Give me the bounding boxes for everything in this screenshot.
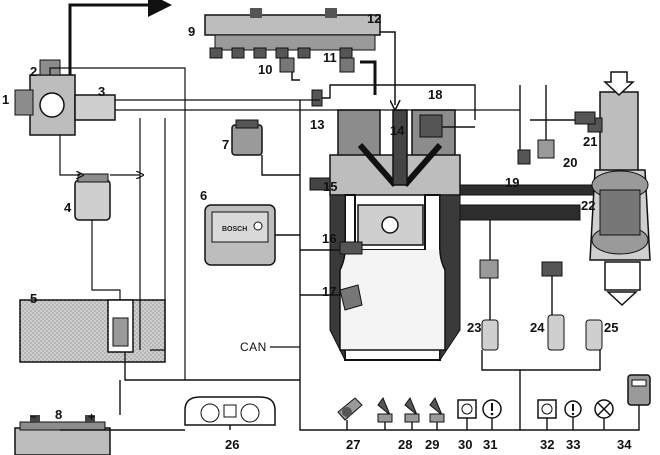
component-24 — [547, 314, 565, 351]
air-mass-sensor — [574, 111, 596, 125]
label-27: 27 — [346, 437, 360, 452]
instrument-cluster — [184, 396, 276, 426]
label-31: 31 — [483, 437, 497, 452]
label-26: 26 — [225, 437, 239, 452]
fuel-lines — [49, 0, 520, 380]
label-8: 8 — [55, 407, 62, 422]
label-9: 9 — [188, 24, 195, 39]
turbocharger — [589, 169, 651, 307]
warning-lamp-31-icon — [482, 399, 502, 419]
warning-lamp-33-icon — [564, 400, 582, 418]
fuel-tank — [19, 299, 166, 363]
label-1: 1 — [2, 92, 9, 107]
exhaust-outflow-arrow-icon — [606, 291, 638, 307]
indicator-30-icon — [457, 399, 477, 419]
boost-control-valve — [537, 139, 555, 159]
label-10: 10 — [258, 62, 272, 77]
egr-actuator — [479, 259, 499, 279]
boost-pressure-sensor — [517, 149, 531, 165]
air-mass-meter-housing — [587, 71, 639, 173]
label-18: 18 — [428, 87, 442, 102]
switch-29 — [404, 396, 420, 423]
sensors — [311, 89, 603, 351]
label-19: 19 — [505, 175, 519, 190]
gauge-32-icon — [537, 399, 557, 419]
label-28: 28 — [398, 437, 412, 452]
label-16: 16 — [322, 231, 336, 246]
coolant-temp-sensor — [339, 241, 363, 255]
battery-plus-sign: + — [88, 410, 95, 424]
wiring — [60, 84, 640, 431]
label-13: 13 — [310, 117, 324, 132]
component-23 — [481, 319, 499, 351]
pressure-control-valve — [339, 57, 355, 73]
label-32: 32 — [540, 437, 554, 452]
accelerator-pedal-sensor — [337, 397, 363, 421]
label-29: 29 — [425, 437, 439, 452]
lamp-34-icon — [594, 399, 614, 419]
label-17: 17 — [322, 284, 336, 299]
engine-control-unit: BOSCH — [204, 204, 276, 266]
label-5: 5 — [30, 291, 37, 306]
component-number-labels: 1 2 3 4 5 6 7 8 9 10 11 12 13 14 15 16 1… — [2, 11, 632, 452]
camshaft-sensor — [311, 89, 323, 107]
label-24: 24 — [530, 320, 545, 335]
label-21: 21 — [583, 134, 597, 149]
label-3: 3 — [98, 84, 105, 99]
label-4: 4 — [64, 200, 72, 215]
switch-28 — [377, 396, 393, 423]
label-20: 20 — [563, 155, 577, 170]
boost-actuator — [541, 261, 563, 277]
label-12: 12 — [367, 11, 381, 26]
high-pressure-pump — [14, 59, 116, 136]
label-14: 14 — [390, 123, 405, 138]
pedals-and-switches — [337, 374, 651, 423]
label-15: 15 — [323, 179, 337, 194]
battery: – + — [14, 409, 111, 455]
label-25: 25 — [604, 320, 618, 335]
glow-plug-relay — [231, 119, 263, 156]
switch-29b — [429, 396, 445, 423]
label-7: 7 — [222, 137, 229, 152]
air-inflow-arrow-icon — [603, 71, 635, 97]
can-bus-label: CAN — [240, 340, 267, 354]
battery-minus-sign: – — [30, 409, 37, 423]
component-25 — [585, 319, 603, 351]
crankshaft-sensor — [339, 284, 363, 311]
rail-pressure-sensor — [279, 57, 295, 73]
label-30: 30 — [458, 437, 472, 452]
label-23: 23 — [467, 320, 481, 335]
fuel-filter — [74, 173, 111, 221]
label-2: 2 — [30, 64, 37, 79]
label-6: 6 — [200, 188, 207, 203]
label-33: 33 — [566, 437, 580, 452]
ecu-brand-label: BOSCH — [222, 226, 247, 233]
diagnostic-connector — [627, 374, 651, 406]
fuel-rail — [204, 8, 381, 73]
label-11: 11 — [323, 50, 337, 65]
label-22: 22 — [581, 198, 595, 213]
egr-valve — [419, 114, 443, 138]
label-34: 34 — [617, 437, 632, 452]
